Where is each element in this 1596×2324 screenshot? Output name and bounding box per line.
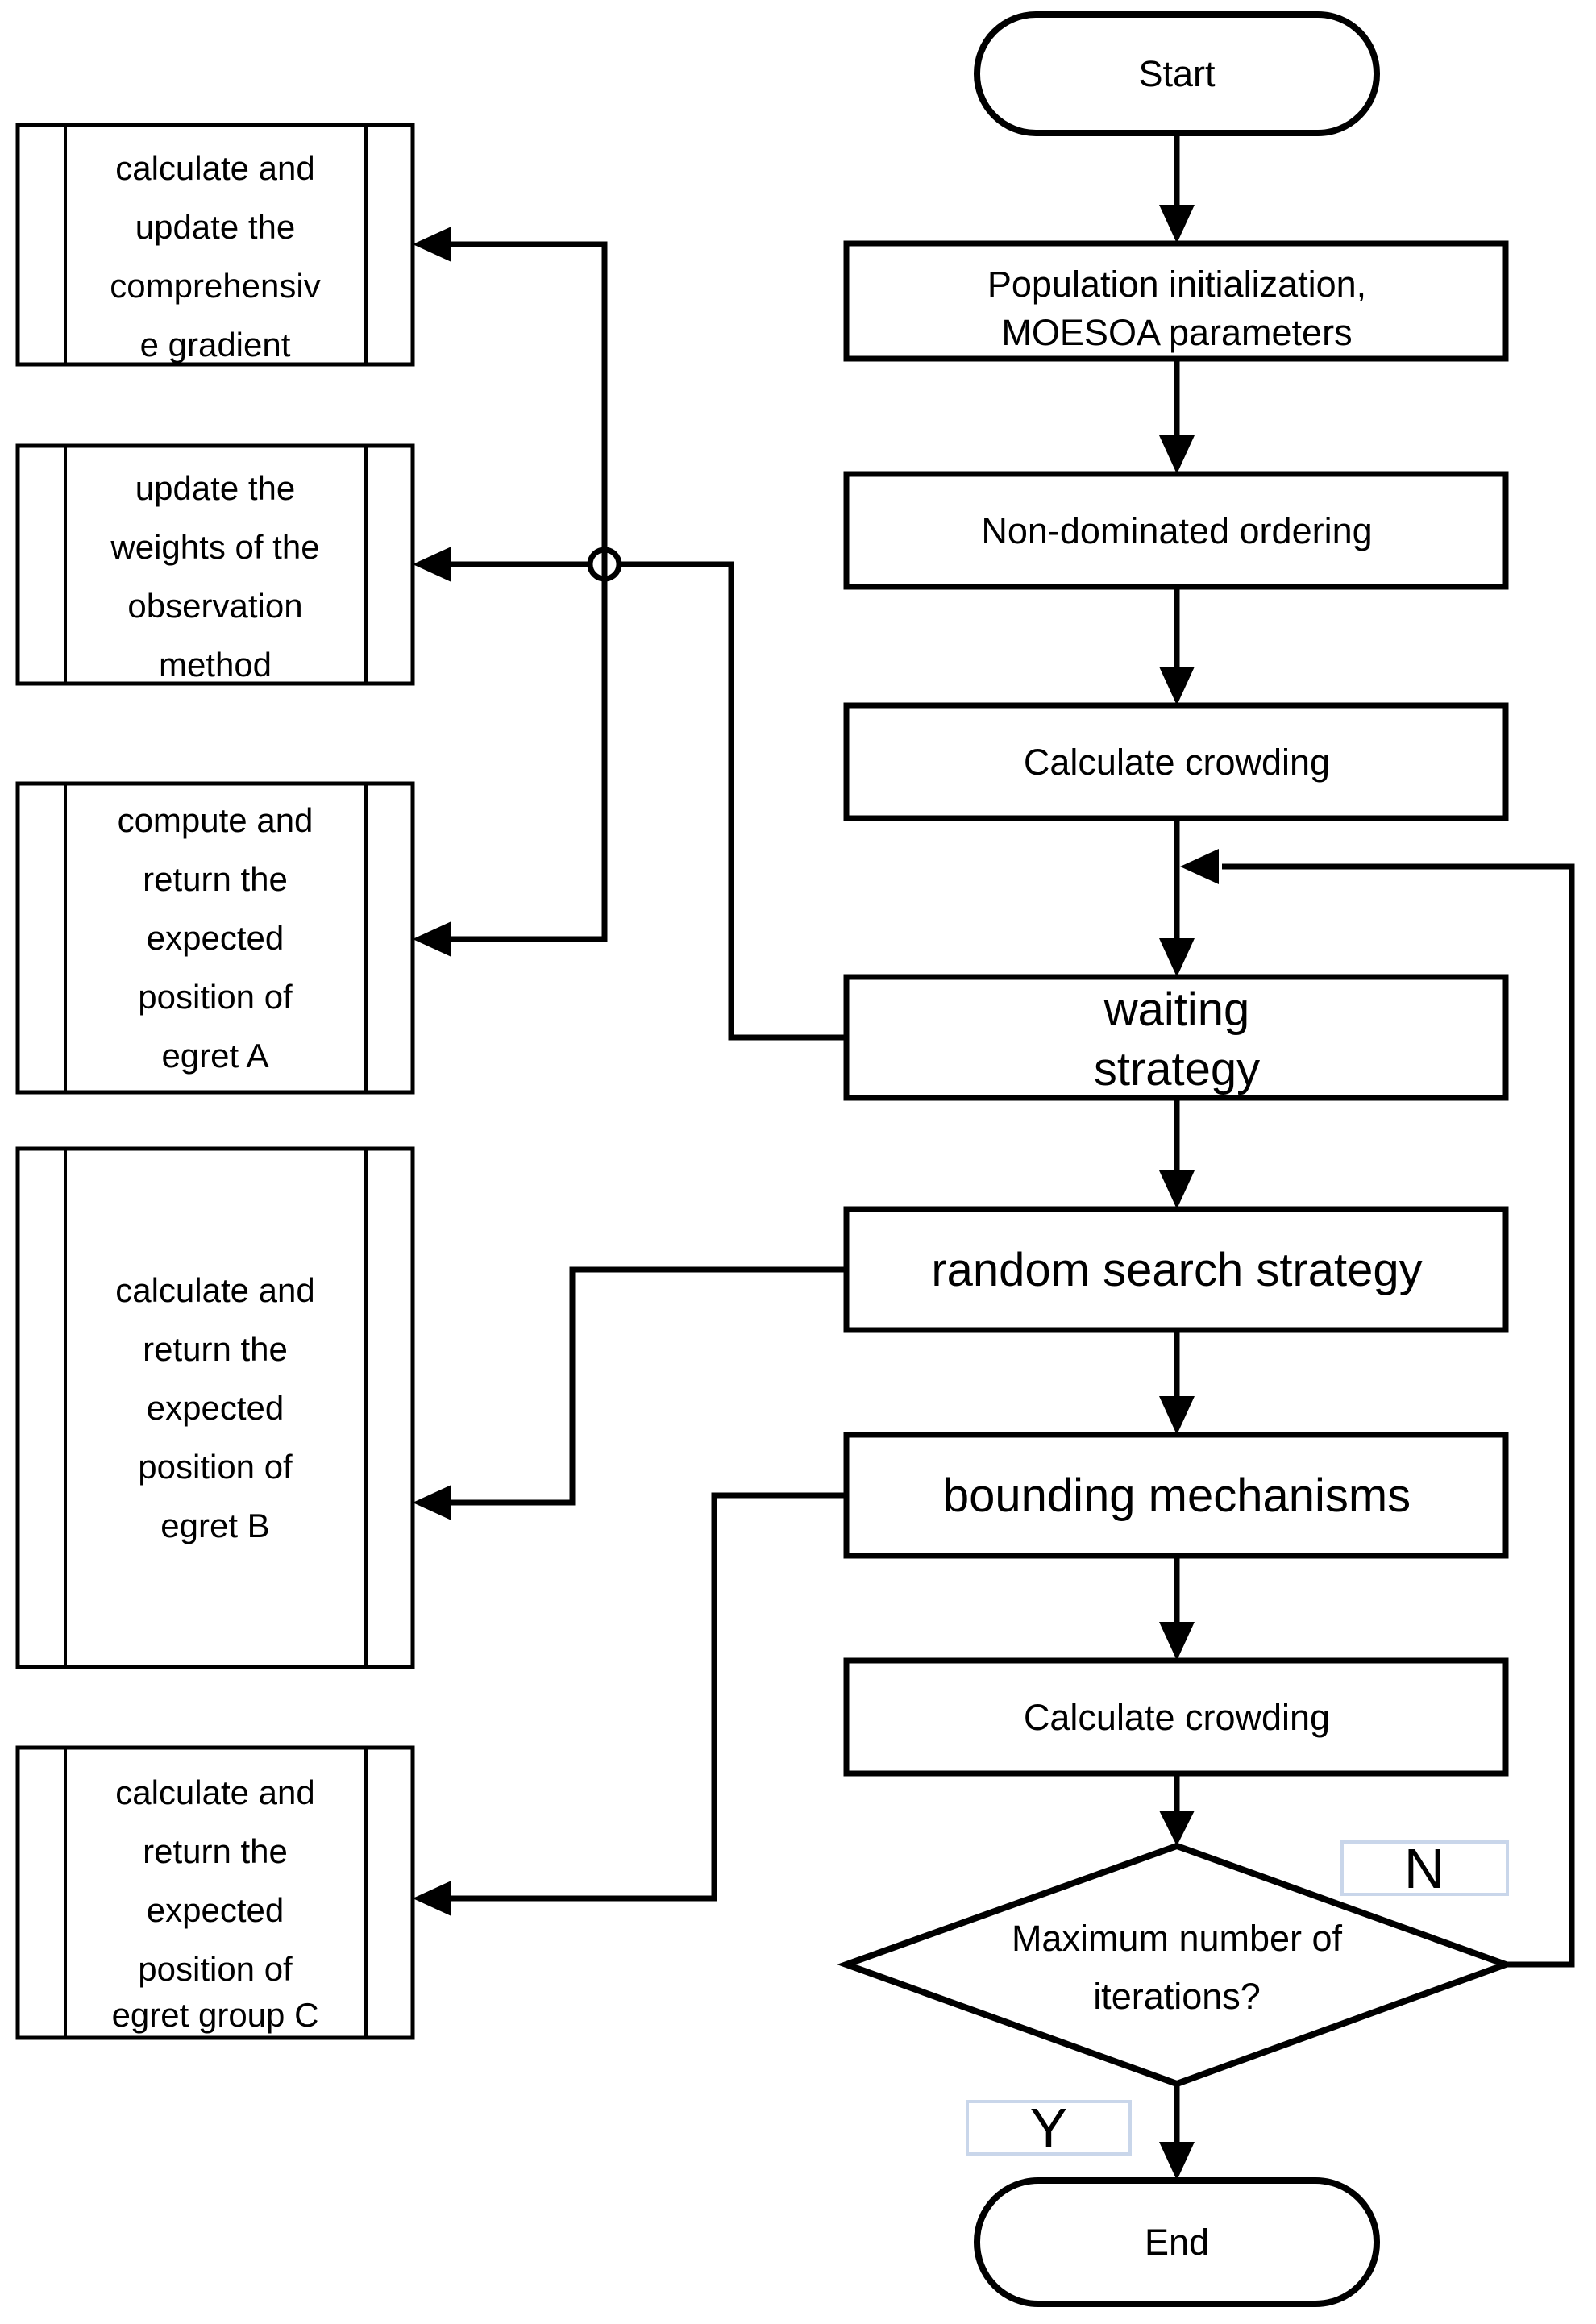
nondominated-node: Non-dominated ordering [843,471,1509,590]
connector-random-to-bounding [1159,1330,1195,1435]
egret-a-box: compute and return the expected position… [15,781,415,1095]
egret-c-label-line4: position of [138,1950,293,1988]
arrowhead-left-icon [1180,849,1219,884]
weights-label-line3: observation [127,587,302,625]
gradient-label-line2: update the [135,208,296,246]
population-label-line2: MOESOA parameters [1001,312,1352,353]
egret-a-label-line2: return the [143,860,288,898]
egret-b-label-line2: return the [143,1330,288,1368]
arrowhead-down-icon [1159,1170,1195,1209]
start-node: Start [974,11,1380,136]
gradient-box: calculate and update the comprehensiv e … [15,123,415,367]
egret-c-label-line5: egret group C [112,1996,319,2034]
gradient-label-line3: comprehensiv [110,267,320,305]
arrowhead-left-icon [413,1881,451,1916]
bounding-label: bounding mechanisms [943,1470,1411,1522]
connector-bounding-to-egret-c [413,1492,846,1916]
arrowhead-left-icon [413,1485,451,1520]
connector-crowding2-to-decision [1159,1773,1195,1846]
egret-a-label-line3: expected [147,919,284,957]
branch-label-yes: Y [966,2097,1132,2160]
connector-nondominated-to-crowding1 [1159,587,1195,705]
egret-c-label-line2: return the [143,1832,288,1870]
random-search-node: random search strategy [843,1206,1509,1333]
end-node: End [974,2177,1380,2307]
connector-decision-to-end [1159,2084,1195,2181]
crowding2-node: Calculate crowding [843,1657,1509,1777]
arrowhead-down-icon [1159,435,1195,474]
branch-yes-text: Y [1030,2097,1068,2160]
weights-label-line4: method [159,646,272,684]
arrowhead-left-icon [413,921,451,957]
end-label: End [1145,2222,1209,2263]
branch-label-no: N [1340,1837,1509,1900]
line-hop-bridge [587,547,622,565]
egret-a-label-line4: position of [138,978,293,1016]
arrowhead-down-icon [1159,1811,1195,1846]
nondominated-label: Non-dominated ordering [981,510,1372,551]
connector-bounding-to-crowding2 [1159,1556,1195,1661]
egret-a-label-line1: compute and [118,801,314,839]
connector-start-to-population [1159,131,1195,243]
gradient-label-line1: calculate and [115,149,315,187]
crowding1-label: Calculate crowding [1024,742,1330,783]
connector-waiting-to-weights [413,547,846,1041]
arrowhead-down-icon [1159,1622,1195,1661]
egret-b-box: calculate and return the expected positi… [15,1146,415,1669]
egret-c-box: calculate and return the expected positi… [15,1745,415,2040]
waiting-label-line1: waiting [1103,983,1250,1036]
population-label-line1: Population initialization, [987,264,1366,305]
waiting-label-line2: strategy [1094,1043,1260,1095]
egret-a-label-line5: egret A [161,1037,268,1075]
decision-label-line1: Maximum number of [1012,1918,1343,1959]
connector-gradient-egret-a [413,227,608,957]
egret-b-label-line1: calculate and [115,1271,315,1309]
arrowhead-left-icon [413,227,451,262]
decision-node: Maximum number of iterations? [837,1842,1515,2088]
connector-waiting-to-random [1159,1098,1195,1209]
arrowhead-down-icon [1159,667,1195,705]
arrowhead-left-icon [413,547,451,582]
population-init-node: Population initialization, MOESOA parame… [843,240,1509,362]
crowding1-node: Calculate crowding [843,702,1509,821]
arrowhead-down-icon [1159,2142,1195,2181]
bounding-mechanisms-node: bounding mechanisms [843,1432,1509,1559]
egret-c-label-line3: expected [147,1891,284,1929]
decision-label-line2: iterations? [1093,1976,1261,2017]
weights-label-line1: update the [135,469,296,507]
egret-c-label-line1: calculate and [115,1773,315,1811]
arrowhead-down-icon [1159,938,1195,977]
arrowhead-down-icon [1159,205,1195,243]
connector-crowding1-to-waiting [1159,818,1195,977]
egret-b-label-line3: expected [147,1389,284,1427]
connector-population-to-nondominated [1159,359,1195,474]
random-search-label: random search strategy [931,1244,1422,1296]
weights-box: update the weights of the observation me… [15,443,415,686]
arrowhead-down-icon [1159,1396,1195,1435]
egret-b-label-line4: position of [138,1448,293,1486]
start-label: Start [1138,53,1216,94]
branch-no-text: N [1404,1837,1445,1900]
egret-b-label-line5: egret B [160,1507,269,1544]
connector-random-to-egret-b [413,1266,846,1520]
gradient-label-line4: e gradient [140,326,291,364]
connector-decision-feedback-loop [1180,849,1575,1968]
weights-label-line2: weights of the [110,528,319,566]
waiting-strategy-node: waiting strategy [843,974,1509,1101]
crowding2-label: Calculate crowding [1024,1697,1330,1738]
